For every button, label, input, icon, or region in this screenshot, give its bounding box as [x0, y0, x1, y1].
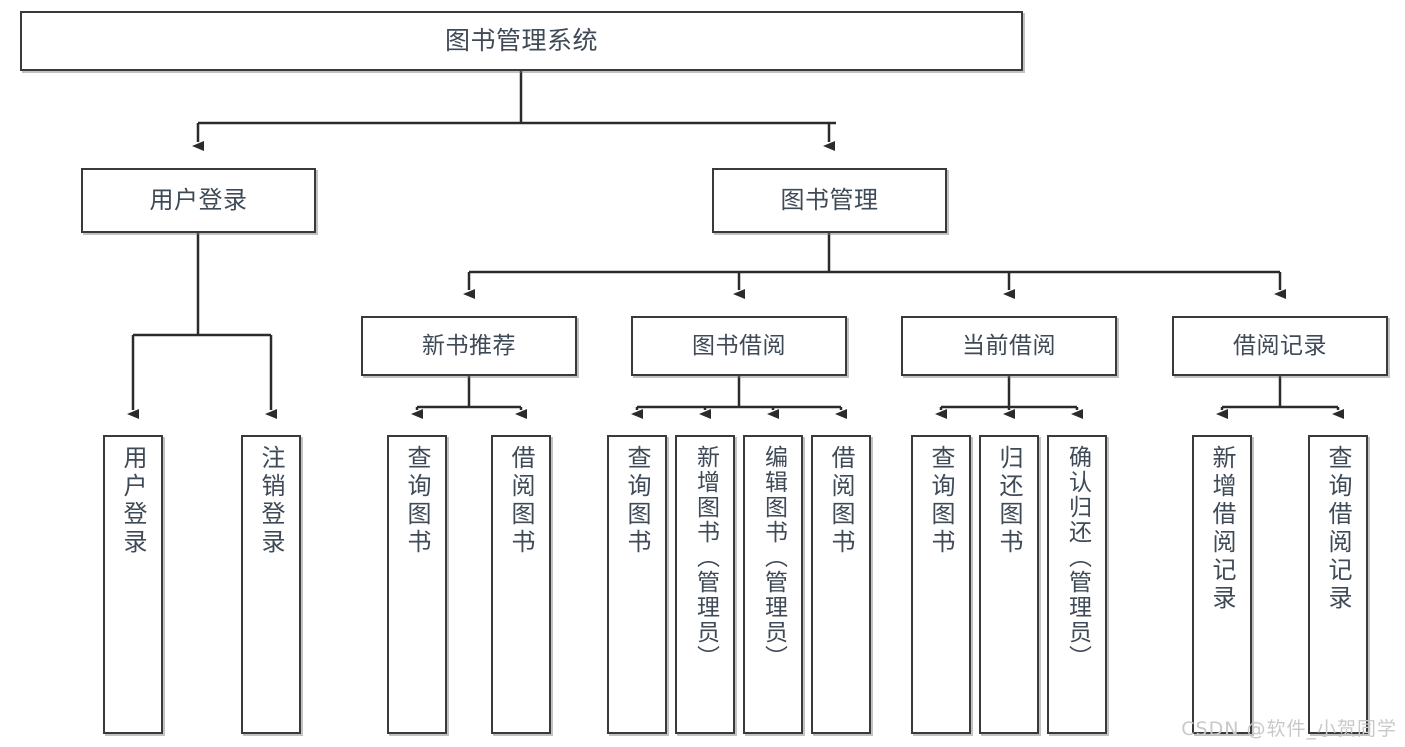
- leaf-cb-return-book-label: 归还图书: [995, 445, 1023, 557]
- leaf-bb-add-book-label: 新增图书（管理员）: [692, 445, 719, 670]
- node-current-borrow-label: 当前借阅: [962, 332, 1056, 359]
- leaf-br-add-record-label: 新增借阅记录: [1208, 445, 1236, 613]
- leaf-br-query-record[interactable]: 查询借阅记录: [1308, 435, 1368, 734]
- leaf-user-login[interactable]: 用户登录: [103, 435, 163, 734]
- watermark-text: CSDN @软件_小贺同学: [1181, 718, 1397, 740]
- node-book-manage[interactable]: 图书管理: [712, 168, 947, 233]
- node-new-book-recommend[interactable]: 新书推荐: [361, 316, 577, 376]
- node-borrow-record-label: 借阅记录: [1233, 332, 1327, 359]
- leaf-nb-query-book[interactable]: 查询图书: [387, 435, 447, 734]
- leaf-logout[interactable]: 注销登录: [241, 435, 301, 734]
- leaf-bb-edit-book-label: 编辑图书（管理员）: [760, 445, 787, 670]
- leaf-br-query-record-label: 查询借阅记录: [1324, 445, 1352, 613]
- leaf-bb-query-book[interactable]: 查询图书: [607, 435, 667, 734]
- leaf-logout-label: 注销登录: [257, 445, 285, 557]
- leaf-cb-query-book[interactable]: 查询图书: [911, 435, 971, 734]
- leaf-cb-query-book-label: 查询图书: [927, 445, 955, 557]
- leaf-cb-confirm-return[interactable]: 确认归还（管理员）: [1047, 435, 1107, 734]
- leaf-bb-add-book[interactable]: 新增图书（管理员）: [675, 435, 735, 734]
- leaf-nb-borrow-book[interactable]: 借阅图书: [491, 435, 551, 734]
- node-root[interactable]: 图书管理系统: [20, 11, 1023, 71]
- node-new-book-recommend-label: 新书推荐: [422, 332, 516, 359]
- leaf-bb-borrow-book-label: 借阅图书: [827, 445, 855, 557]
- leaf-nb-query-book-label: 查询图书: [403, 445, 431, 557]
- leaf-bb-borrow-book[interactable]: 借阅图书: [811, 435, 871, 734]
- node-user-login-label: 用户登录: [149, 185, 248, 214]
- node-current-borrow[interactable]: 当前借阅: [901, 316, 1117, 376]
- leaf-bb-query-book-label: 查询图书: [623, 445, 651, 557]
- leaf-cb-return-book[interactable]: 归还图书: [979, 435, 1039, 734]
- leaf-bb-edit-book[interactable]: 编辑图书（管理员）: [743, 435, 803, 734]
- leaf-user-login-label: 用户登录: [119, 445, 147, 557]
- node-book-borrow-label: 图书借阅: [692, 332, 786, 359]
- node-borrow-record[interactable]: 借阅记录: [1172, 316, 1388, 376]
- node-book-manage-label: 图书管理: [780, 185, 879, 214]
- node-book-borrow[interactable]: 图书借阅: [631, 316, 847, 376]
- leaf-br-add-record[interactable]: 新增借阅记录: [1192, 435, 1252, 734]
- node-root-label: 图书管理系统: [444, 25, 598, 55]
- leaf-nb-borrow-book-label: 借阅图书: [507, 445, 535, 557]
- leaf-cb-confirm-return-label: 确认归还（管理员）: [1064, 445, 1091, 670]
- node-user-login[interactable]: 用户登录: [81, 168, 316, 233]
